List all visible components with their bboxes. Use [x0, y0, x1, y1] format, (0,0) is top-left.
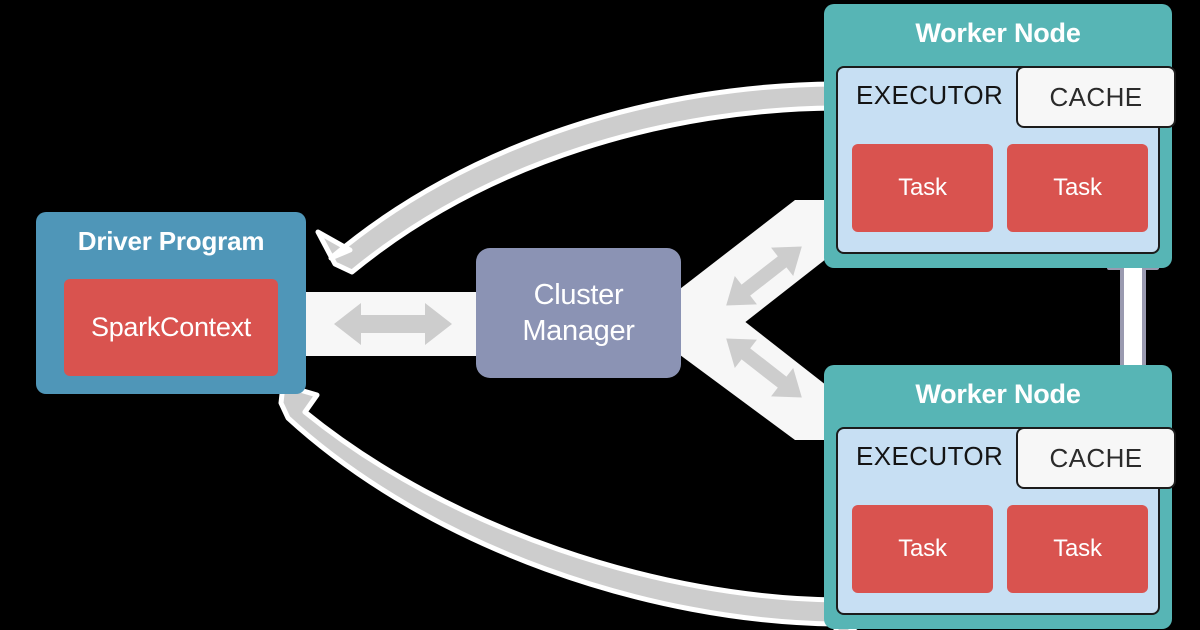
task-box[interactable]: Task	[1007, 505, 1148, 593]
cache-box-top[interactable]: CACHE	[1016, 66, 1176, 128]
executor-panel-top[interactable]: EXECUTOR CACHE Task Task	[836, 66, 1176, 254]
driver-program-box[interactable]: Driver Program SparkContext	[36, 212, 306, 394]
cache-box-bottom[interactable]: CACHE	[1016, 427, 1176, 489]
cache-label-top: CACHE	[1049, 81, 1143, 112]
task-box[interactable]: Task	[1007, 144, 1148, 232]
executor-label-top: EXECUTOR	[856, 80, 1004, 110]
worker-node-bottom-title: Worker Node	[915, 379, 1081, 409]
task-label: Task	[1053, 535, 1102, 562]
task-label: Task	[898, 535, 947, 562]
cluster-manager-title-line2: Manager	[522, 315, 635, 347]
arrow-driver-manager	[334, 303, 452, 345]
arrow-manager-worker-bottom	[726, 338, 802, 398]
cluster-manager-title-line1: Cluster	[533, 279, 624, 311]
spark-context-label: SparkContext	[91, 312, 251, 342]
task-box[interactable]: Task	[852, 144, 993, 232]
task-box[interactable]: Task	[852, 505, 993, 593]
driver-program-title: Driver Program	[77, 226, 265, 256]
task-row-bottom: Task Task	[852, 505, 1148, 593]
executor-label-bottom: EXECUTOR	[856, 441, 1004, 471]
worker-node-top-title: Worker Node	[915, 18, 1081, 48]
cache-label-bottom: CACHE	[1049, 442, 1143, 473]
task-label: Task	[898, 174, 947, 201]
spark-context-box[interactable]: SparkContext	[64, 279, 278, 376]
worker-node-top[interactable]: Worker Node EXECUTOR CACHE Task Task	[824, 4, 1176, 268]
task-row-top: Task Task	[852, 144, 1148, 232]
arrow-manager-worker-top	[726, 246, 802, 306]
worker-node-bottom[interactable]: Worker Node EXECUTOR CACHE Task Task	[824, 365, 1176, 629]
cluster-manager-box[interactable]: Cluster Manager	[476, 248, 681, 378]
task-label: Task	[1053, 174, 1102, 201]
executor-panel-bottom[interactable]: EXECUTOR CACHE Task Task	[836, 427, 1176, 615]
